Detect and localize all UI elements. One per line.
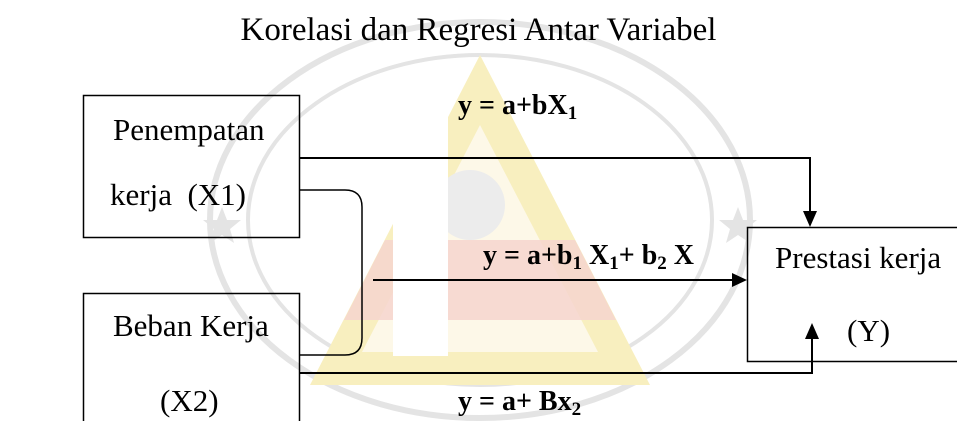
formula-subscript: 1 [567,103,578,125]
formula-x1-to-y: y = a+bX1 [458,90,577,124]
box-workload [82,292,301,421]
formula-subscript: 2 [571,399,582,421]
formula-combined: y = a+b1 X1+ b2 X [483,240,695,274]
arrow-combined-to-y-head-icon [732,273,747,287]
arrow-x2-to-y-head-icon [805,323,819,339]
formula-segment: y = a+ Bx [458,386,572,417]
formula-segment: y = a+b [483,240,573,271]
seal-star-left-icon [203,207,241,243]
formula-segment: X [666,240,695,271]
box-placement [82,94,301,239]
arrow-x2-to-y-line [300,338,813,374]
formula-segment: y = a+bX [458,90,568,121]
seal-emblem [435,170,505,240]
formula-x2-to-y: y = a+ Bx2 [458,386,581,420]
placement-label-line2: kerja (X1) [110,177,246,212]
seal-star-right-icon [719,207,757,243]
bracket-x1-x2 [300,189,363,356]
workload-label-line1: Beban Kerja [113,308,269,343]
formula-segment: + b [618,240,658,271]
diagram-title: Korelasi dan Regresi Antar Variabel [240,12,717,48]
arrow-x1-to-y-line [300,157,811,212]
formula-subscript: 1 [609,253,619,275]
formula-segment: X [582,240,610,271]
arrow-x1-to-y-head-icon [803,211,817,227]
formula-subscript: 2 [657,253,667,275]
watermark-seal [203,19,757,421]
box-performance [746,226,957,363]
workload-label-line2: (X2) [160,383,219,418]
formula-subscript: 1 [572,253,582,275]
performance-label-line2: (Y) [847,313,891,348]
watermark-mask [393,100,448,356]
performance-label-line1: Prestasi kerja [775,240,942,275]
placement-label-line1: Penempatan [113,112,265,147]
